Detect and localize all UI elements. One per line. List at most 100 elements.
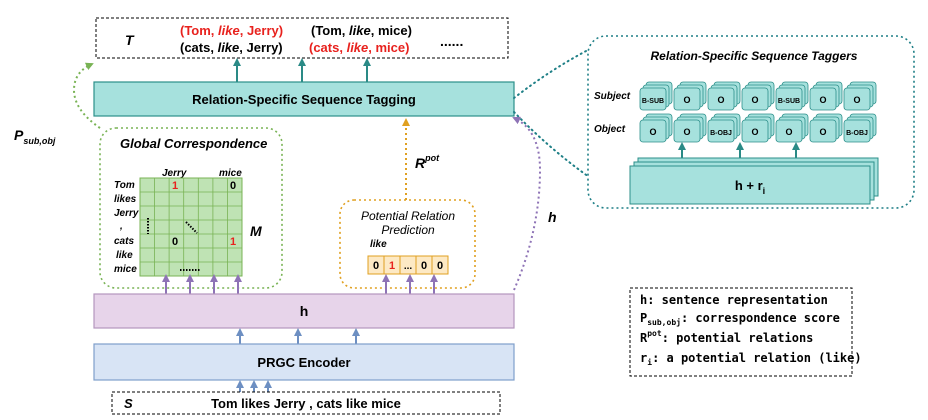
encoder-to-h-arrows — [236, 328, 360, 344]
output-triples: T (Tom, like, Jerry) (cats, like, Jerry)… — [95, 17, 509, 59]
tagging-to-output-arrows — [233, 58, 371, 82]
tag-cell: O — [741, 81, 775, 111]
triple-cats-like-mice: (cats, like, mice) — [309, 40, 409, 55]
tag-label: O — [819, 95, 826, 105]
psub-arrow — [72, 62, 101, 129]
sentence-text: Tom likes Jerry , cats like mice — [211, 396, 401, 411]
h-representation-box — [93, 293, 515, 329]
tag-cell: O — [707, 81, 741, 111]
output-var-T: T — [125, 32, 135, 48]
triple-tom-like-jerry: (Tom, like, Jerry) — [180, 23, 283, 38]
sequence-tagging-box — [93, 81, 515, 117]
global-correspondence-title: Global Correspondence — [120, 136, 267, 151]
potential-cell: 0 — [437, 260, 443, 272]
matrix-cell: 1 — [230, 236, 236, 248]
tag-cell: B-OBJ — [707, 113, 741, 143]
tag-cell: B-SUB — [775, 81, 809, 111]
tag-label: O — [819, 127, 826, 137]
tag-label: B-OBJ — [710, 130, 732, 137]
tag-label: O — [683, 127, 690, 137]
tag-cell: O — [639, 113, 673, 143]
taggers-title: Relation-Specific Sequence Taggers — [651, 49, 858, 63]
tag-label: O — [649, 127, 656, 137]
potential-cell: 0 — [421, 260, 427, 272]
matrix-cell: 1 — [172, 180, 178, 192]
subject-row-label: Subject — [594, 91, 631, 102]
triple-cats-like-jerry: (cats, like, Jerry) — [180, 40, 283, 55]
row-label: mice — [114, 264, 137, 275]
h-representation-label: h — [300, 303, 309, 319]
prgc-encoder-box — [93, 343, 515, 381]
subject-tag-row: B-SUB O O O B-SUB O O — [639, 81, 877, 111]
hr-label: h + ri — [735, 178, 765, 196]
matrix-dots-diagonal — [185, 221, 198, 234]
legend-r: Rpot: potential relations — [640, 329, 813, 345]
row-label: cats — [114, 236, 134, 247]
matrix-cell: 0 — [230, 180, 236, 192]
legend-ri: ri: a potential relation (like) — [640, 351, 862, 367]
sentence-var-S: S — [124, 396, 133, 411]
row-label: Tom — [114, 180, 135, 191]
col-label-jerry: Jerry — [162, 168, 187, 179]
h-side-arrow — [512, 116, 542, 291]
tag-label: O — [785, 127, 792, 137]
matrix-grid — [140, 178, 242, 276]
taggers-panel: Relation-Specific Sequence Taggers Subje… — [587, 35, 915, 209]
tagging-to-taggers-connector — [513, 49, 589, 99]
matrix-cell: 0 — [172, 236, 178, 248]
object-row-label: Object — [594, 124, 626, 135]
legend-box — [629, 287, 853, 377]
global-correspondence-panel: Global Correspondence Jerry mice Tom lik… — [99, 127, 283, 289]
hr-to-tags-arrows — [678, 142, 800, 158]
tag-cell: O — [809, 113, 843, 143]
h-to-taggers-connector — [513, 111, 617, 196]
tag-cell: O — [843, 81, 877, 111]
sequence-tagging-label: Relation-Specific Sequence Tagging — [192, 92, 416, 107]
potential-relation-title-1: Potential Relation — [361, 209, 455, 223]
tag-label: O — [751, 127, 758, 137]
potential-cell: 0 — [373, 260, 379, 272]
tag-label: O — [683, 95, 690, 105]
row-label: like — [116, 250, 133, 261]
tag-cell: O — [673, 113, 707, 143]
rpot-label: Rpot — [415, 153, 440, 171]
potential-relation-panel: Potential Relation Prediction like 0 1 .… — [339, 199, 476, 289]
tag-cell: B-SUB — [639, 81, 673, 111]
legend-h: h: sentence representation — [640, 293, 828, 307]
potential-like-label: like — [370, 239, 387, 250]
tag-label: O — [751, 95, 758, 105]
matrix-label-m: M — [250, 223, 262, 239]
row-label: Jerry — [114, 208, 139, 219]
tag-label: B-SUB — [642, 98, 664, 105]
tag-label: B-OBJ — [846, 130, 868, 137]
col-label-mice: mice — [219, 168, 242, 179]
tag-cell: O — [775, 113, 809, 143]
potential-cell: ... — [404, 261, 413, 272]
potential-relation-title-2: Prediction — [381, 223, 435, 237]
row-label: likes — [114, 194, 137, 205]
tag-cell: O — [673, 81, 707, 111]
h-side-label: h — [548, 209, 557, 225]
sentence-box — [111, 391, 501, 415]
row-labels: Tom likes Jerry , cats like mice — [114, 180, 139, 275]
row-label: , — [119, 221, 123, 232]
triple-tom-like-mice: (Tom, like, mice) — [311, 23, 412, 38]
object-tag-row: O O B-OBJ O O O B-OBJ — [639, 113, 877, 143]
tag-label: B-SUB — [778, 98, 800, 105]
tag-cell: O — [741, 113, 775, 143]
potential-cells: 0 1 ... 0 0 — [367, 255, 449, 275]
tag-label: O — [853, 95, 860, 105]
tag-cell: O — [809, 81, 843, 111]
h-to-modules-arrows — [162, 274, 438, 294]
hr-box — [629, 165, 871, 205]
tag-label: O — [717, 95, 724, 105]
psub-label: Psub,obj — [14, 127, 56, 146]
tag-cell: B-OBJ — [843, 113, 877, 143]
prgc-encoder-label: PRGC Encoder — [257, 355, 350, 370]
output-box — [95, 17, 509, 59]
legend: h: sentence representation Psub,obj: cor… — [629, 287, 862, 377]
legend-p: Psub,obj: correspondence score — [640, 311, 840, 327]
output-ellipsis: ...... — [440, 33, 463, 49]
potential-cell: 1 — [389, 260, 395, 272]
